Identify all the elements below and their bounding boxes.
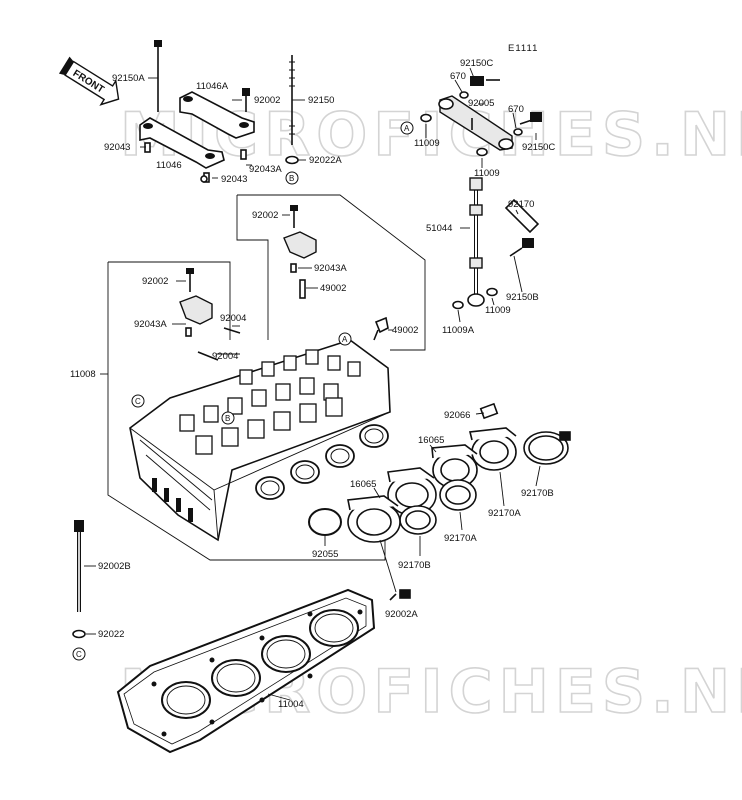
label-51044: 51044: [426, 223, 452, 234]
intake-holders: [308, 402, 571, 601]
label-92004-b: 92004: [212, 351, 238, 362]
label-92170A-b: 92170A: [444, 533, 477, 544]
label-92150A: 92150A: [112, 73, 145, 84]
label-49002-b: 49002: [392, 325, 418, 336]
label-92022: 92022: [98, 629, 124, 640]
long-bolt: [72, 520, 86, 639]
head-gasket: [116, 588, 376, 754]
oil-pipe-assembly: [420, 76, 542, 310]
label-16065-a: 16065: [418, 435, 444, 446]
label-16065-b: 16065: [350, 479, 376, 490]
label-92022A: 92022A: [309, 155, 342, 166]
marker-c-head: C: [135, 397, 141, 406]
label-11046: 11046: [156, 160, 182, 171]
label-92002A: 92002A: [385, 609, 418, 620]
label-11009-c: 11009: [485, 305, 511, 316]
label-92002-top: 92002: [254, 95, 280, 106]
label-92170A-a: 92170A: [488, 508, 521, 519]
label-11004: 11004: [278, 699, 304, 710]
label-92004-a: 92004: [220, 313, 246, 324]
holder-middle: [283, 205, 317, 299]
catalog-code: E1111: [508, 43, 538, 54]
marker-a-top: A: [404, 124, 410, 133]
label-92043A-left: 92043A: [134, 319, 167, 330]
marker-b-head: B: [225, 414, 230, 423]
label-92005: 92005: [468, 98, 494, 109]
label-92043-left: 92043: [104, 142, 130, 153]
marker-b-top: B: [289, 174, 294, 183]
label-92150C-top: 92150C: [460, 58, 493, 69]
label-11009-b: 11009: [474, 168, 500, 179]
label-92043A-mid: 92043A: [314, 263, 347, 274]
cylinder-head: [129, 339, 391, 542]
label-92002B: 92002B: [98, 561, 131, 572]
label-11008: 11008: [70, 369, 96, 380]
label-92150: 92150: [308, 95, 334, 106]
callout-frame-lower: [108, 261, 231, 340]
label-92002-left: 92002: [142, 276, 168, 287]
label-670-a: 670: [450, 71, 466, 82]
holder-left: [179, 268, 241, 361]
label-92170B-bottom: 92170B: [398, 560, 431, 571]
camshaft-holder-group: [139, 40, 299, 183]
label-11009A: 11009A: [442, 325, 475, 336]
label-92043-mid: 92043: [221, 174, 247, 185]
callout-frame-upper: [237, 194, 426, 351]
label-670-b: 670: [508, 104, 524, 115]
label-92002-mid: 92002: [252, 210, 278, 221]
label-11009-a: 11009: [414, 138, 440, 149]
label-11046A: 11046A: [196, 81, 229, 92]
marker-c-bottom: C: [76, 650, 82, 659]
marker-a-head: A: [342, 335, 348, 344]
label-92150C-right: 92150C: [522, 142, 555, 153]
label-92066: 92066: [444, 410, 470, 421]
label-92170: 92170: [508, 199, 534, 210]
label-49002-a: 49002: [320, 283, 346, 294]
label-92150B: 92150B: [506, 292, 539, 303]
label-92043A-top: 92043A: [249, 164, 282, 175]
label-92055: 92055: [312, 549, 338, 560]
label-92170B-right: 92170B: [521, 488, 554, 499]
